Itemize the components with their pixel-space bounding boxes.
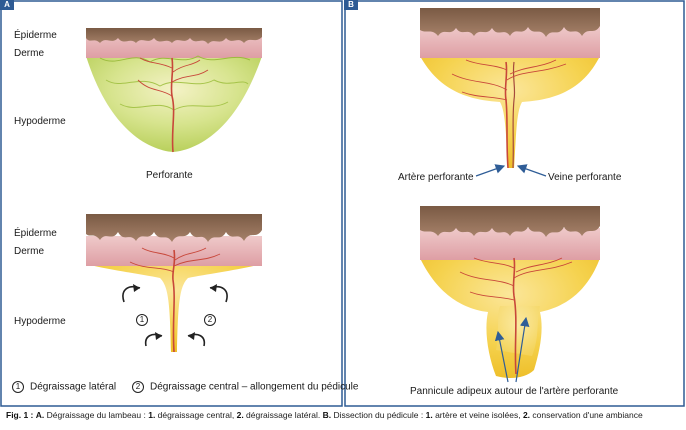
label-perforante: Perforante [146,170,193,181]
arrow-label-1: 1 [136,314,154,326]
skin-diagram-a-top [86,28,262,153]
arrow-label-2: 2 [204,314,222,326]
skin-diagram-b-top [420,8,600,169]
skin-diagram-b-bottom [420,206,600,378]
label-derme-top: Derme [14,48,45,59]
legend-2-number: 2 [132,381,144,393]
label-hypoderme-top: Hypoderme [14,116,66,127]
blue-pointer-arrows [475,164,547,383]
legend-1-number: 1 [12,381,24,393]
label-artere-perforante: Artère perforante [398,172,474,183]
figure-caption: Fig. 1 : A. Dégraissage du lambeau : 1. … [6,410,643,420]
label-hypoderme-bottom: Hypoderme [14,316,66,327]
panel-a-tag: A [0,0,14,10]
panel-b-tag: B [344,0,358,10]
label-epiderme-top: Épiderme [14,30,57,41]
legend-1-text: Dégraissage latéral [30,381,117,393]
skin-diagram-a-bottom [86,214,262,353]
label-pannicule: Pannicule adipeux autour de l'artère per… [410,386,619,397]
legend-2-text: Dégraissage central – allongement du péd… [150,381,359,393]
label-epiderme-bottom: Épiderme [14,228,57,239]
figure-artwork [0,0,685,407]
legend-item-2: 2 Dégraissage central – allongement du pé… [132,381,358,393]
panel-b-border [344,0,685,407]
legend-item-1: 1 Dégraissage latéral [12,381,116,393]
label-derme-bottom: Derme [14,246,45,257]
panel-a-border [0,0,343,407]
label-veine-perforante: Veine perforante [548,172,622,183]
